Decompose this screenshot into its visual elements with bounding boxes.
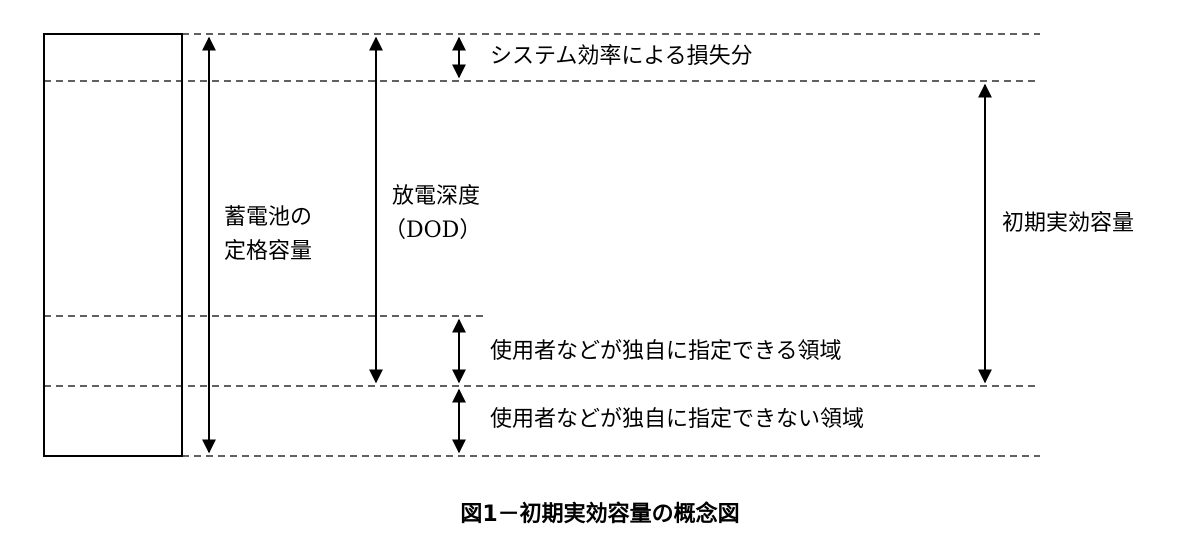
dod-label-line2: （DOD） <box>384 218 481 243</box>
figure-caption: 図1－初期実効容量の概念図 <box>460 501 739 527</box>
initial-effective-capacity-label: 初期実効容量 <box>1002 211 1134 236</box>
user-non-specifiable-label: 使用者などが独自に指定できない領域 <box>490 407 864 432</box>
battery-rectangle <box>43 33 183 457</box>
rated-capacity-label-line2: 定格容量 <box>224 239 312 264</box>
dod-label-line1: 放電深度 <box>392 184 480 209</box>
user-specifiable-label: 使用者などが独自に指定できる領域 <box>490 339 842 364</box>
system-loss-label: システム効率による損失分 <box>490 44 753 69</box>
rated-capacity-label-line1: 蓄電池の <box>224 205 312 230</box>
